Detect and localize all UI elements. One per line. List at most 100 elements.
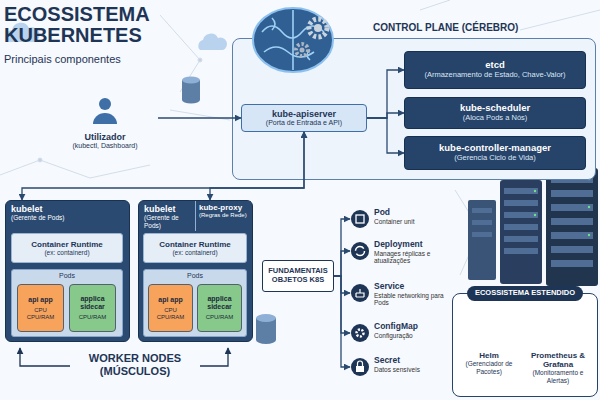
node-heading: applica sidecar xyxy=(72,295,113,311)
tool-item: Prometheus & Grafana(Monitoramento e Ale… xyxy=(523,320,593,392)
connector-arrow xyxy=(210,132,304,200)
brain-illustration xyxy=(262,10,324,70)
node-heading: CONTROL PLANE (CÉREBRO) xyxy=(373,22,518,34)
server-racks xyxy=(468,200,496,280)
server-racks xyxy=(534,190,536,192)
server-racks xyxy=(472,176,593,267)
node-heading: ECOSSISTEMA ESTENDIDO xyxy=(467,286,583,301)
server-racks xyxy=(504,188,538,194)
control-plane-box: CONTROL PLANE (CÉREBRO)kube-apiserver(Po… xyxy=(232,38,596,180)
node-heading: Prometheus & Grafana xyxy=(523,351,593,369)
node-detail: Container unit xyxy=(374,218,450,225)
object-item: DeploymentManages réplicas e atualizaçõe… xyxy=(350,240,450,272)
node-detail: (kubectl, Dashboard) xyxy=(73,142,138,150)
brain-illustration xyxy=(300,48,305,53)
database-icon xyxy=(256,336,276,344)
node-heading: Container Runtime xyxy=(159,240,231,249)
connector-arrow xyxy=(334,276,350,293)
object-icons xyxy=(356,289,364,297)
object-icons xyxy=(358,361,363,366)
node-heading: kube-controller-manager xyxy=(439,143,551,154)
node-heading: Deployment xyxy=(374,240,450,250)
worker-bracket xyxy=(200,348,228,366)
group-label: WORKER NODES (MÚSCULOS) xyxy=(70,352,200,377)
server-racks xyxy=(546,168,598,286)
tool-item: Helm(Gerenciador de Pacotes) xyxy=(457,320,521,392)
node-heading: applica sidecar xyxy=(200,295,239,311)
worker-node-box: kubelet(Gerente de Pods) Container Runtim… xyxy=(5,200,130,342)
pod-box: applica sidecarCPU/RAM xyxy=(69,284,116,332)
node-heading: ConfigMap xyxy=(374,322,450,332)
connector-arrow xyxy=(334,276,350,367)
node-detail: (Aloca Pods a Nós) xyxy=(463,114,528,123)
node-heading: Utilizador xyxy=(84,132,125,142)
node-heading: Pods xyxy=(187,270,203,280)
database-icon xyxy=(256,314,276,322)
actor-node: Utilizador(kubectl, Dashboard) xyxy=(52,92,158,150)
node-detail: CPU/RAM xyxy=(79,314,107,321)
connector-arrow xyxy=(22,132,304,200)
node-detail: Manages réplicas e atualizações xyxy=(374,250,450,265)
node-detail: (Regras de Rede) xyxy=(199,212,248,219)
component-box: etcd(Armazenamento de Estado, Chave-Valo… xyxy=(404,51,586,89)
node-detail: (Porta de Entrada e API) xyxy=(266,119,342,127)
connector-arrow xyxy=(367,118,404,153)
node-heading: Pod xyxy=(374,208,450,218)
node-detail: (ex: containerd) xyxy=(172,249,217,256)
network-lines xyxy=(38,158,42,162)
runtime-box: Container Runtime(ex: containerd) xyxy=(143,233,247,263)
server-racks xyxy=(551,190,593,197)
server-racks xyxy=(500,180,542,284)
connector-arrow xyxy=(367,70,404,118)
object-icons xyxy=(356,366,364,372)
component-box: kube-proxy(Regras de Rede) xyxy=(195,201,251,231)
object-item: PodContainer unit xyxy=(350,208,450,234)
node-heading: FUNDAMENTAIS OBJETOS K8S xyxy=(263,267,333,284)
node-detail: (Gerente de Pods) xyxy=(11,214,124,221)
hub-box: FUNDAMENTAIS OBJETOS K8S xyxy=(262,260,334,292)
node-detail: (Gerente de Pods) xyxy=(144,214,192,229)
pod-box: api appCPU CPU/RAM xyxy=(17,284,64,332)
node-detail: (Armazenamento de Estado, Chave-Valor) xyxy=(424,71,565,80)
connector-arrow xyxy=(158,117,241,118)
server-racks xyxy=(551,232,593,239)
runtime-box: Container Runtime(ex: containerd) xyxy=(11,233,123,263)
object-icons xyxy=(351,242,369,260)
object-icons xyxy=(351,210,369,376)
component-box: kube-apiserver(Porta de Entrada e API) xyxy=(241,104,367,132)
object-icons xyxy=(351,210,369,228)
server-racks xyxy=(551,260,593,267)
node-detail: (Gerenciador de Pacotes) xyxy=(457,360,521,375)
worker-bracket xyxy=(20,348,70,366)
node-heading: Helm xyxy=(479,351,499,360)
server-racks xyxy=(588,206,590,208)
node-heading: Pods xyxy=(59,270,75,280)
database-icon xyxy=(182,97,200,104)
connector-arrow xyxy=(367,113,404,118)
server-racks xyxy=(551,218,593,225)
node-heading: kube-apiserver xyxy=(272,109,336,119)
object-icons xyxy=(357,330,364,337)
connector-arrow xyxy=(334,276,350,333)
server-racks xyxy=(504,224,538,230)
brain-illustration xyxy=(253,8,333,72)
node-heading: kubelet xyxy=(11,204,124,214)
pod-box: applica sidecarCPU/RAM xyxy=(197,284,242,332)
user-icon xyxy=(93,98,117,124)
subtitle: Principais componentes xyxy=(4,53,174,65)
object-icons xyxy=(356,215,364,223)
network-lines xyxy=(0,160,150,178)
server-racks xyxy=(504,248,538,254)
network-lines xyxy=(160,15,200,92)
server-racks xyxy=(551,204,593,211)
node-heading: api app xyxy=(158,296,183,304)
server-racks xyxy=(551,246,593,253)
node-heading: Secret xyxy=(374,356,450,366)
server-racks xyxy=(504,212,538,218)
object-icons xyxy=(356,247,365,256)
pods-box: Podsapi appCPU CPU/RAMapplica sidecarCPU… xyxy=(11,269,123,337)
cloud-icon xyxy=(198,34,227,50)
pods-box: Podsapi appCPU CPU/RAMapplica sidecarCPU… xyxy=(143,269,247,337)
node-heading: Container Runtime xyxy=(31,240,103,249)
